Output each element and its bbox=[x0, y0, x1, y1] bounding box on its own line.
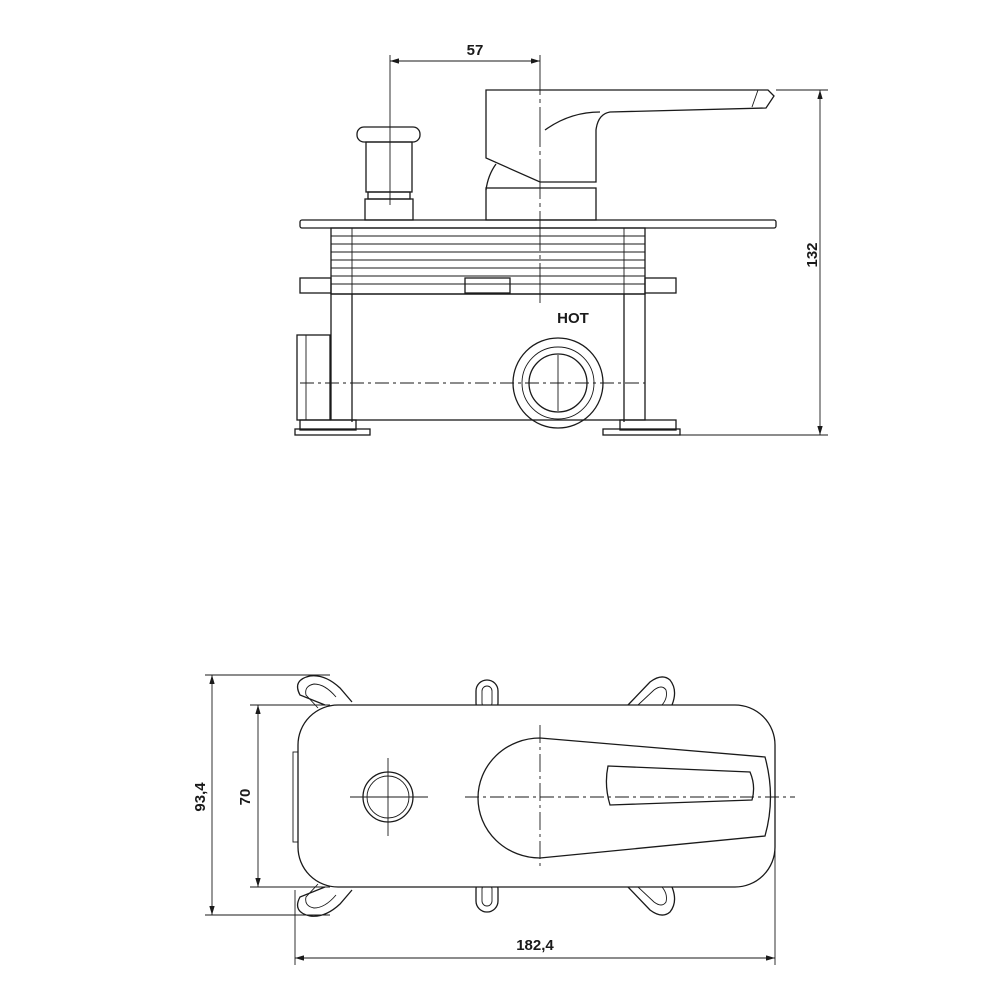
dimension-57: 57 bbox=[467, 42, 484, 59]
dimension-132: 132 bbox=[804, 242, 821, 267]
dimension-182-4: 182,4 bbox=[516, 937, 554, 954]
mounting-lug bbox=[464, 277, 511, 294]
mounting-lugs bbox=[296, 675, 676, 917]
thread-lines bbox=[331, 228, 645, 294]
foot-base bbox=[294, 428, 371, 436]
lever-tip-line bbox=[751, 89, 759, 108]
handle-base bbox=[485, 187, 597, 221]
cover-plate-outline bbox=[297, 704, 776, 888]
cover-plate bbox=[299, 219, 777, 229]
diverter-collar bbox=[367, 191, 411, 200]
lever-handle-top bbox=[477, 737, 772, 859]
foot bbox=[619, 419, 677, 431]
side-view: 57 HOT 132 bbox=[294, 42, 828, 436]
valve-box bbox=[330, 293, 646, 421]
diverter-stem bbox=[365, 141, 413, 193]
handle-neck bbox=[485, 163, 497, 191]
dimension-93-4: 93,4 bbox=[192, 782, 209, 812]
lever-underside bbox=[544, 111, 601, 131]
foot-base bbox=[602, 428, 681, 436]
lever-handle bbox=[485, 89, 775, 183]
mounting-lug bbox=[299, 277, 332, 294]
diverter-knob-cap bbox=[356, 126, 421, 143]
lever-slot bbox=[605, 765, 755, 806]
diverter-base bbox=[364, 198, 414, 221]
foot bbox=[299, 419, 357, 431]
mounting-lug bbox=[644, 277, 677, 294]
dimension-70: 70 bbox=[237, 789, 254, 806]
top-view: 93,4 70 182,4 bbox=[192, 674, 795, 965]
side-outlet bbox=[292, 751, 299, 843]
side-outlet bbox=[296, 334, 331, 421]
hot-label: HOT bbox=[557, 310, 589, 327]
